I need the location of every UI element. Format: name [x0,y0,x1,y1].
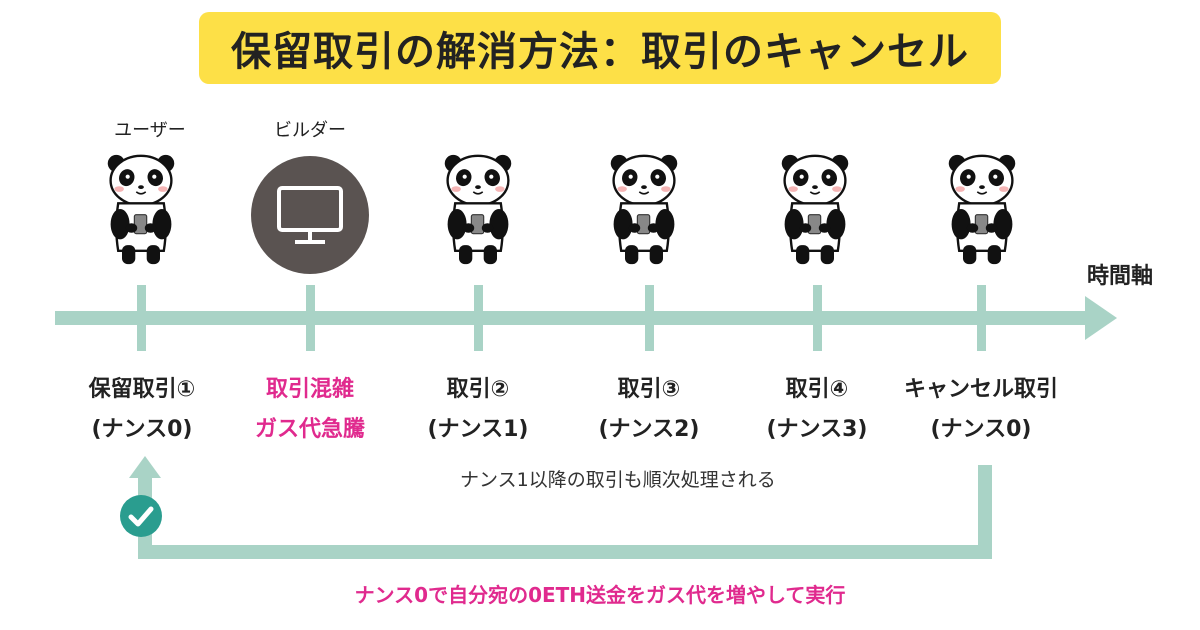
panda-holding-phone-icon [944,150,1020,268]
check-circle-icon [120,495,162,537]
timeline-tick [977,285,986,351]
role-label-builder: ビルダー [274,120,346,141]
panda-holding-phone-icon [440,150,516,268]
builder-avatar [251,156,369,274]
transaction-label-4: 取引③ (ナンス2) [554,370,744,450]
transaction-label-2: 取引混雑 ガス代急騰 [215,370,405,450]
transaction-nonce: (ナンス0) [91,417,193,442]
transaction-nonce: (ナンス2) [598,417,700,442]
timeline-tick [645,285,654,351]
panda-holding-phone-icon [777,150,853,268]
panda-holding-phone-icon [606,150,682,268]
transaction-title: キャンセル取引 [903,377,1058,402]
timeline-axis [55,311,1095,325]
transaction-nonce: (ナンス0) [930,417,1032,442]
transaction-nonce: ガス代急騰 [254,417,365,442]
transaction-label-6: キャンセル取引 (ナンス0) [886,370,1076,450]
role-label-user: ユーザー [114,120,186,141]
cancel-method-note: ナンス0で自分宛の0ETH送金をガス代を増やして実行 [354,583,846,607]
flow-arrowhead [129,456,161,478]
transaction-nonce: (ナンス3) [766,417,868,442]
transaction-title: 取引③ [617,377,681,402]
flow-line-horizontal [138,545,992,559]
transaction-title: 保留取引① [88,377,196,402]
transaction-nonce: (ナンス1) [427,417,529,442]
transaction-label-5: 取引④ (ナンス3) [722,370,912,450]
panda-holding-phone-icon [103,150,179,268]
timeline-tick [137,285,146,351]
timeline-tick [474,285,483,351]
timeline-arrowhead [1085,296,1117,340]
axis-label: 時間軸 [1087,264,1154,289]
transaction-title: 取引④ [785,377,849,402]
transaction-title: 取引② [446,377,510,402]
timeline-tick [306,285,315,351]
transaction-label-3: 取引② (ナンス1) [383,370,573,450]
sequential-processing-note: ナンス1以降の取引も順次処理される [460,469,776,491]
computer-monitor-icon [277,186,343,244]
title-banner: 保留取引の解消方法：取引のキャンセル [199,12,1001,84]
page-title: 保留取引の解消方法：取引のキャンセル [231,29,969,75]
transaction-title: 取引混雑 [265,377,354,402]
transaction-label-1: 保留取引① (ナンス0) [47,370,237,450]
timeline-tick [813,285,822,351]
flow-line-down [978,465,992,559]
